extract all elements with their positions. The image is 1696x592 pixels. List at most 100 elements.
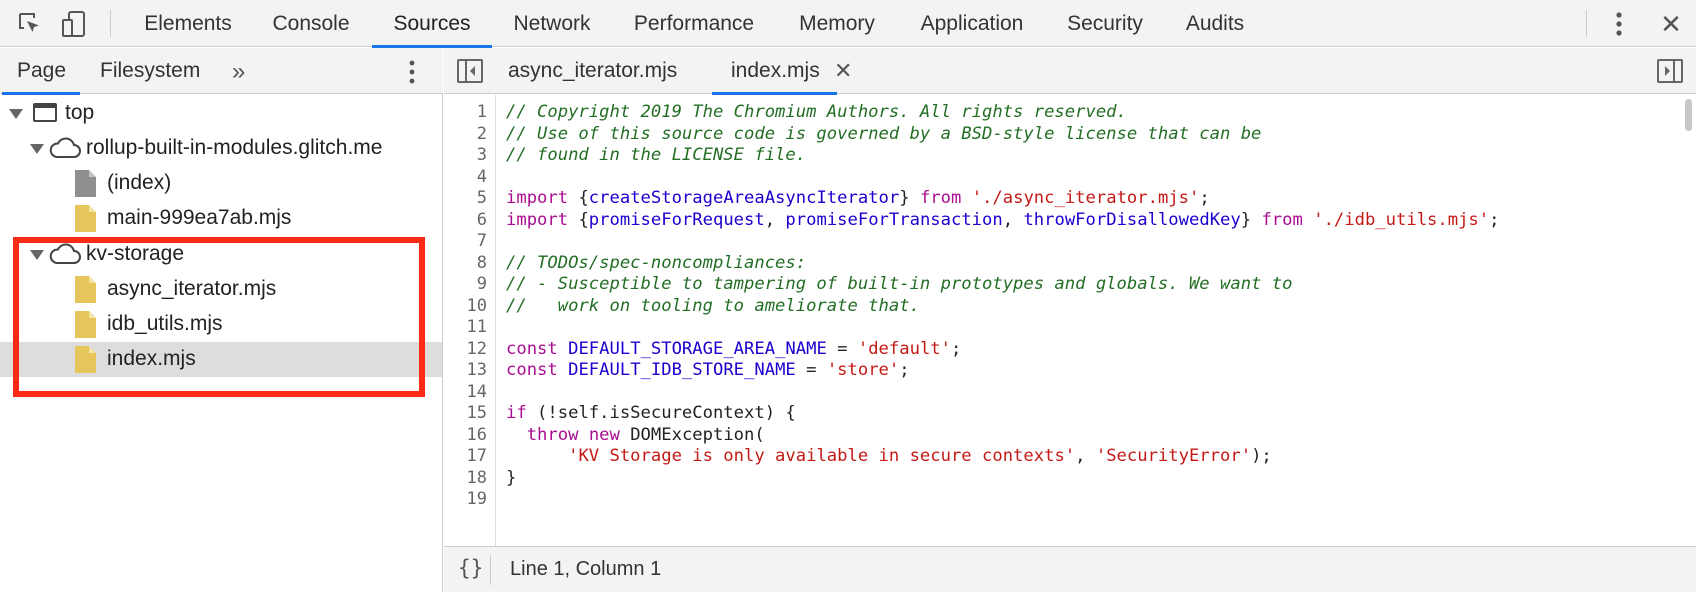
tree-item-domain[interactable]: rollup-built-in-modules.glitch.me	[0, 131, 442, 166]
code-token: ;	[899, 360, 910, 380]
code-token: const	[506, 360, 558, 380]
code-token: if	[506, 403, 527, 423]
device-toolbar-icon[interactable]	[60, 10, 88, 38]
tree-item-label: (index)	[107, 171, 172, 194]
more-menu-icon[interactable]	[1608, 11, 1630, 37]
code-line: // TODOs/spec-noncompliances:	[506, 252, 806, 275]
tab-sources[interactable]: Sources	[372, 0, 492, 48]
code-token: from	[919, 188, 962, 208]
line-number[interactable]: 19	[466, 489, 487, 509]
script-file-icon	[75, 205, 96, 232]
line-number[interactable]: 11	[466, 317, 487, 337]
code-token: }	[899, 188, 920, 208]
code-token: import	[506, 188, 569, 208]
code-line: if (!self.isSecureContext) {	[506, 402, 796, 425]
code-line: // work on tooling to ameliorate that.	[506, 295, 920, 318]
tree-item-index-document[interactable]: (index)	[0, 166, 442, 201]
sources-navigator: Page Filesystem » top rollup-built-in-mo…	[0, 48, 443, 592]
tab-memory[interactable]: Memory	[799, 12, 875, 35]
tab-network[interactable]: Network	[513, 12, 591, 35]
editor-tab-async-iterator[interactable]: async_iterator.mjs	[508, 59, 678, 82]
script-file-icon	[75, 346, 96, 373]
code-token: 'SecurityError'	[1095, 446, 1252, 466]
toggle-debugger-icon[interactable]	[1657, 59, 1683, 83]
code-token: ;	[1489, 209, 1500, 230]
more-tabs-icon[interactable]: »	[232, 58, 246, 85]
code-line: // Copyright 2019 The Chromium Authors. …	[506, 101, 1127, 124]
toggle-navigator-icon[interactable]	[457, 59, 483, 83]
expand-triangle-icon[interactable]	[9, 109, 23, 119]
code-line: // found in the LICENSE file.	[506, 144, 806, 167]
code-token: DOMException(	[619, 424, 765, 445]
line-number[interactable]: 9	[476, 274, 487, 294]
code-token	[558, 360, 568, 380]
tab-console[interactable]: Console	[272, 12, 350, 35]
close-devtools-icon[interactable]: ✕	[1660, 9, 1682, 39]
line-number[interactable]: 18	[466, 467, 487, 488]
tree-item-idb-utils[interactable]: idb_utils.mjs	[0, 307, 442, 342]
line-number[interactable]: 10	[466, 295, 487, 316]
devtools-toolbar: Elements Console Sources Network Perform…	[0, 0, 1696, 48]
close-tab-icon[interactable]: ✕	[834, 58, 853, 83]
code-token: promiseForTransaction	[785, 209, 1003, 230]
line-number[interactable]: 1	[476, 102, 487, 122]
tree-item-label: top	[65, 101, 95, 124]
line-number[interactable]: 3	[476, 145, 487, 165]
script-file-icon	[75, 276, 96, 303]
toolbar-divider	[110, 10, 111, 37]
annotation-highlight-box	[13, 237, 425, 397]
code-line: const DEFAULT_IDB_STORE_NAME = 'store';	[506, 359, 910, 382]
code-token: from	[1261, 209, 1303, 230]
editor-tab-index[interactable]: index.mjs	[712, 48, 837, 95]
code-token: DEFAULT_IDB_STORE_NAME	[568, 360, 796, 380]
code-line: // - Susceptible to tampering of built-i…	[506, 273, 1292, 296]
line-number[interactable]: 4	[476, 166, 487, 187]
code-line: const DEFAULT_STORAGE_AREA_NAME = 'defau…	[506, 338, 961, 361]
code-token	[506, 425, 527, 445]
line-number[interactable]: 5	[476, 188, 487, 208]
tab-application[interactable]: Application	[920, 12, 1024, 35]
pretty-print-icon[interactable]: {}	[458, 556, 484, 580]
line-number[interactable]: 16	[466, 424, 487, 445]
tab-page[interactable]: Page	[1, 48, 81, 95]
tree-item-async-iterator[interactable]: async_iterator.mjs	[0, 272, 442, 307]
inspect-element-icon[interactable]	[16, 10, 44, 38]
line-number[interactable]: 2	[476, 123, 487, 144]
code-line: import {promiseForRequest, promiseForTra…	[506, 209, 1500, 232]
line-number[interactable]: 13	[466, 360, 487, 380]
navigator-menu-icon[interactable]	[400, 59, 424, 85]
code-token: ,	[1075, 446, 1096, 466]
line-number[interactable]: 15	[466, 403, 487, 423]
tree-item-index-mjs[interactable]: index.mjs	[0, 342, 442, 377]
tab-audits[interactable]: Audits	[1185, 12, 1245, 35]
toolbar-divider	[1586, 10, 1587, 37]
tree-item-kv-storage[interactable]: kv-storage	[0, 237, 442, 272]
code-token: // Use of this source code is governed b…	[506, 123, 1262, 144]
expand-triangle-icon[interactable]	[30, 144, 44, 154]
tree-item-label: idb_utils.mjs	[107, 312, 223, 335]
code-token: './idb_utils.mjs'	[1313, 209, 1490, 230]
tree-item-main-script[interactable]: main-999ea7ab.mjs	[0, 201, 442, 236]
line-number[interactable]: 17	[466, 446, 487, 466]
line-number[interactable]: 6	[476, 209, 487, 230]
vertical-scrollbar[interactable]	[1685, 99, 1692, 131]
code-token: import	[506, 209, 569, 230]
code-line: 'KV Storage is only available in secure …	[506, 445, 1272, 468]
tab-security[interactable]: Security	[1067, 12, 1143, 35]
line-number[interactable]: 7	[476, 231, 487, 251]
line-number[interactable]: 8	[476, 252, 487, 273]
code-token: './async_iterator.mjs'	[971, 188, 1200, 208]
code-token: (!self.isSecureContext) {	[526, 403, 796, 423]
code-token: =	[826, 338, 858, 359]
line-number[interactable]: 12	[466, 338, 487, 359]
tab-performance[interactable]: Performance	[633, 12, 755, 35]
tab-elements[interactable]: Elements	[144, 12, 232, 35]
tree-item-top[interactable]: top	[0, 96, 442, 131]
expand-triangle-icon[interactable]	[30, 250, 44, 260]
line-number[interactable]: 14	[466, 381, 487, 402]
tab-filesystem[interactable]: Filesystem	[100, 59, 201, 82]
code-token: const	[506, 338, 558, 359]
